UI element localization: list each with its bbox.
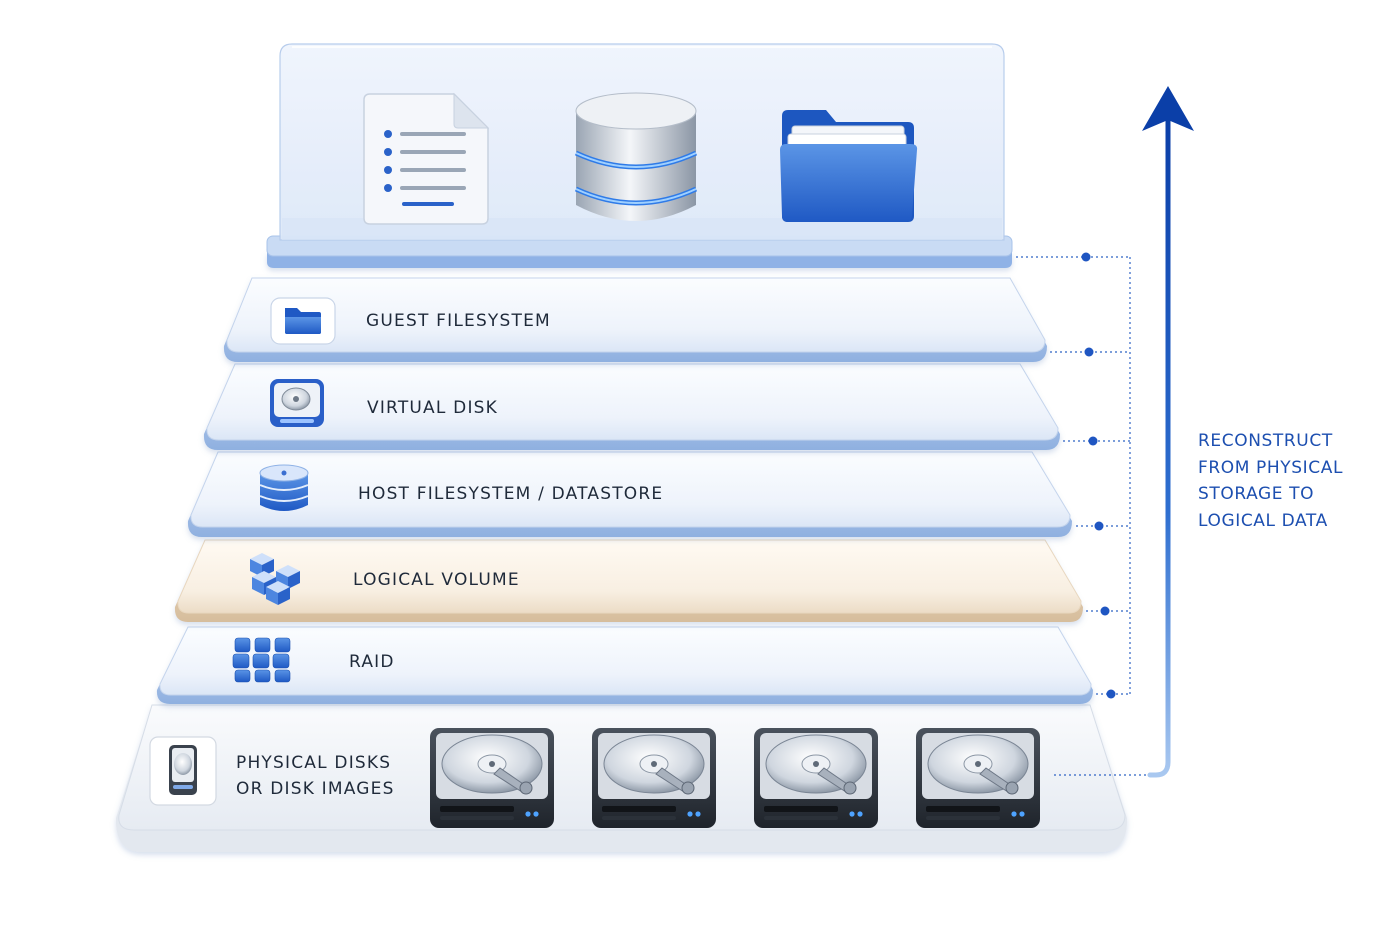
physical-disk-small-icon xyxy=(149,736,217,806)
layer-label-physical-disks: PHYSICAL DISKS OR DISK IMAGES xyxy=(236,750,436,802)
physical-disks-row xyxy=(430,728,1040,828)
database-icon xyxy=(574,92,698,221)
layer-logical-volume-slab xyxy=(174,539,1083,622)
hard-disk-icon xyxy=(592,728,716,828)
folder-icon xyxy=(780,110,918,222)
layer-raid-slab xyxy=(156,626,1093,704)
reconstruct-caption: RECONSTRUCT FROM PHYSICAL STORAGE TO LOG… xyxy=(1198,431,1344,531)
document-icon xyxy=(363,92,490,225)
layer-guest-filesystem-slab xyxy=(223,277,1047,362)
hard-disk-icon xyxy=(430,728,554,828)
layer-label-virtual-disk: VIRTUAL DISK xyxy=(367,398,498,418)
physical-disks-line: PHYSICAL DISKS OR DISK IMAGES xyxy=(236,753,395,799)
logical-volume-icon xyxy=(250,553,300,605)
layer-label-raid: RAID xyxy=(349,652,395,672)
hard-disk-icon xyxy=(916,728,1040,828)
layer-label-host-filesystem: HOST FILESYSTEM / DATASTORE xyxy=(358,484,664,504)
hard-disk-icon xyxy=(754,728,878,828)
host-datastore-icon xyxy=(259,464,309,511)
reconstruct-arrow xyxy=(1142,86,1194,778)
raid-icon xyxy=(232,637,291,683)
layer-label-logical-volume: LOGICAL VOLUME xyxy=(353,570,520,590)
layer-virtual-disk-slab xyxy=(203,363,1060,450)
guest-filesystem-icon xyxy=(270,297,336,345)
layer-host-filesystem-slab xyxy=(187,451,1072,537)
virtual-disk-icon xyxy=(270,379,324,427)
connector-dots xyxy=(1081,252,1116,699)
layer-label-guest-filesystem: GUEST FILESYSTEM xyxy=(366,311,551,331)
